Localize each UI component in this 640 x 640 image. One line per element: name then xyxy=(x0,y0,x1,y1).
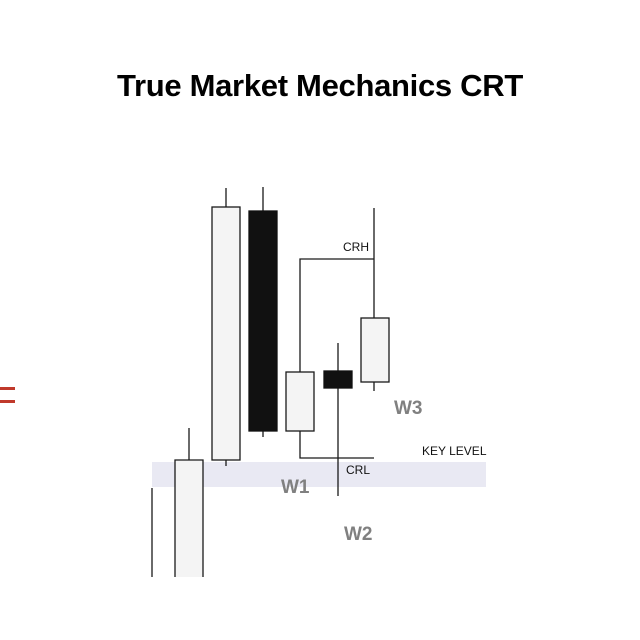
candle-6 xyxy=(360,208,390,391)
red-marker-icon xyxy=(0,387,15,403)
page-title: True Market Mechanics CRT xyxy=(117,68,523,103)
candle-5 xyxy=(323,343,353,496)
key-level-label: KEY LEVEL xyxy=(422,444,487,458)
w1-label: W1 xyxy=(281,477,310,498)
crh-line xyxy=(299,258,374,372)
crl-line xyxy=(299,431,374,459)
crl-label: CRL xyxy=(346,463,370,477)
candle-4 xyxy=(285,371,315,432)
w3-label: W3 xyxy=(394,398,423,419)
candle-2 xyxy=(211,188,241,466)
crh-label: CRH xyxy=(343,240,369,254)
key-level-zone xyxy=(152,462,486,487)
w2-label: W2 xyxy=(344,524,373,545)
candle-3 xyxy=(248,187,278,437)
candle-1 xyxy=(174,428,204,577)
